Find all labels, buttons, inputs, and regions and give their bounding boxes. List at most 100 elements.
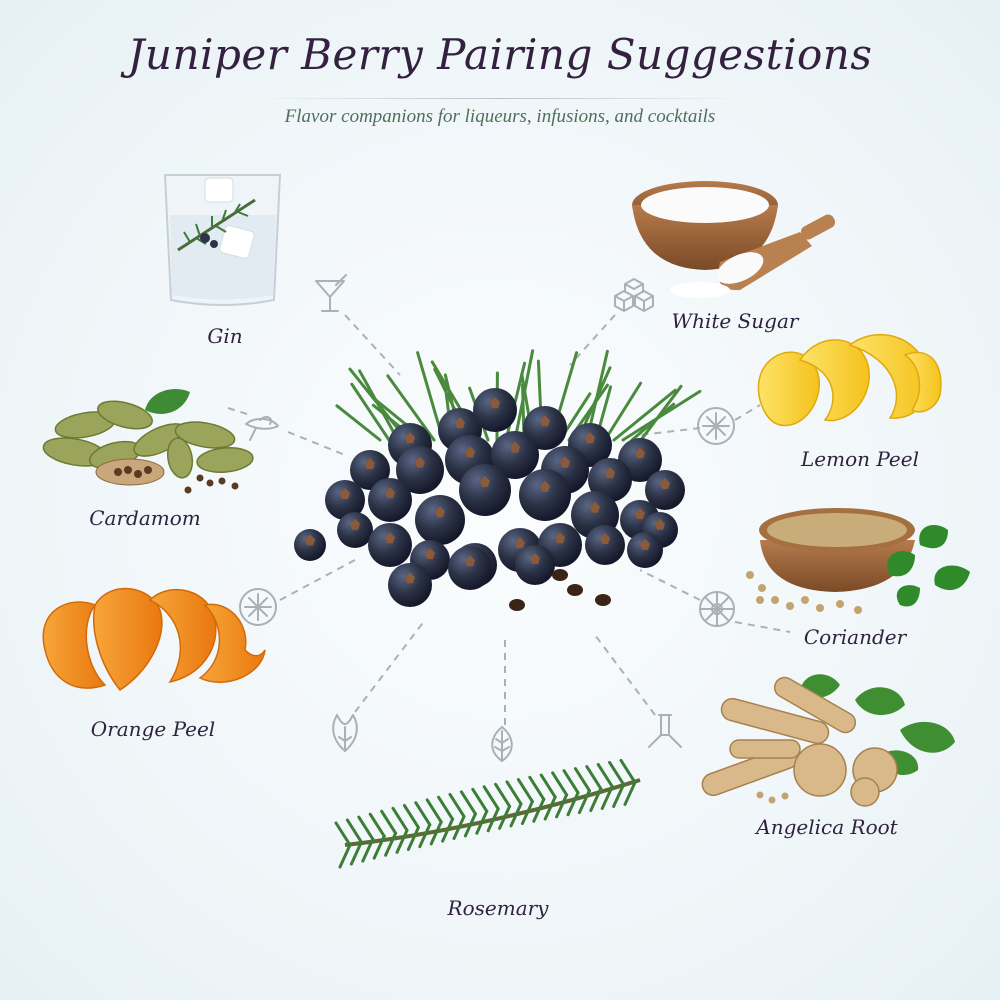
rosemary-needle — [555, 793, 569, 819]
berry-crown — [655, 518, 665, 530]
leaf-icon — [491, 726, 513, 762]
rosemary-needle — [418, 823, 432, 849]
coriander-wheel-icon — [699, 591, 735, 627]
juniper-needle — [603, 381, 643, 442]
berry-crown — [530, 553, 540, 564]
rosemary-needle — [494, 782, 512, 808]
juniper-berry — [368, 523, 412, 567]
rosemary-needle — [543, 795, 557, 821]
rosemary-needle — [528, 775, 546, 801]
rosemary-needle — [532, 797, 546, 823]
rosemary-needle — [338, 843, 352, 869]
page-subtitle: Flavor companions for liqueurs, infusion… — [284, 106, 716, 127]
rosemary-needle — [585, 765, 603, 791]
label-white-sugar: White Sugar — [671, 309, 799, 333]
cardamom-pod-icon — [245, 416, 279, 441]
connector-lines — [227, 314, 791, 725]
lemon-peel-illustration — [757, 333, 942, 427]
angelica-root-illustration — [701, 674, 955, 807]
white-sugar-illustration — [632, 181, 836, 298]
rosemary-needle — [619, 758, 637, 784]
rosemary-needle — [577, 789, 591, 815]
berry-crown — [350, 518, 360, 530]
label-gin: Gin — [207, 324, 243, 348]
connector-cardamom — [227, 407, 251, 416]
juniper-berry — [473, 388, 517, 432]
juniper-needle — [386, 374, 436, 442]
berry-crown — [480, 475, 490, 487]
connector-gin — [344, 314, 401, 376]
juniper-berry — [459, 464, 511, 516]
rosemary-needle — [402, 803, 420, 829]
juniper-seed — [552, 569, 568, 581]
berry-crown — [490, 397, 500, 409]
rosemary-needle — [429, 820, 443, 846]
berry-crown — [515, 537, 525, 549]
berry-crown — [640, 538, 650, 550]
rosemary-needle — [505, 780, 523, 806]
juniper-berry — [588, 458, 632, 502]
rosemary-needle — [361, 837, 375, 863]
berry-crown — [635, 447, 645, 459]
juniper-needle — [612, 388, 677, 442]
berry-crown — [385, 532, 395, 544]
connector-coriander — [639, 569, 701, 601]
rosemary-needle — [448, 792, 466, 818]
berry-crown — [365, 458, 375, 469]
rosemary-needle — [566, 791, 580, 817]
berry-crown — [435, 506, 445, 518]
berry-crown — [560, 456, 570, 468]
rosemary-needle — [573, 767, 591, 793]
rosemary-needle — [498, 804, 512, 830]
juniper-berry — [337, 512, 373, 548]
rosemary-needle — [562, 769, 580, 795]
rosemary-needle — [391, 806, 409, 832]
citrus-slice-icon — [239, 588, 277, 626]
rosemary-needle — [509, 802, 523, 828]
juniper-berry — [368, 478, 412, 522]
juniper-seed — [567, 584, 583, 596]
berry-crown — [385, 487, 395, 499]
rosemary-needle — [414, 801, 432, 827]
gin-glass-illustration — [163, 174, 282, 306]
berry-crown — [585, 432, 595, 444]
berry-crown — [455, 417, 465, 429]
label-rosemary: Rosemary — [447, 896, 549, 920]
coriander-illustration — [746, 508, 970, 614]
juniper-seed — [509, 599, 525, 611]
berry-crown — [605, 467, 615, 479]
rosemary-needle — [368, 812, 386, 838]
berry-crown — [510, 441, 520, 453]
connector-orange — [279, 559, 356, 601]
connector-angelica — [594, 634, 656, 716]
berry-crown — [340, 488, 350, 499]
berry-crown — [305, 534, 315, 546]
rosemary-needle — [589, 787, 603, 813]
rosemary-needle — [384, 831, 398, 857]
orange-peel-illustration — [42, 588, 266, 692]
berry-crown — [540, 415, 550, 427]
juniper-berries-illustration — [294, 349, 702, 611]
label-lemon-peel: Lemon Peel — [801, 447, 919, 471]
juniper-berry — [627, 532, 663, 568]
rosemary-needle — [406, 825, 420, 851]
connector-sugar — [569, 314, 616, 366]
rosemary-needle — [425, 798, 443, 824]
berry-crown — [600, 533, 610, 544]
berry-crown — [405, 572, 415, 584]
berry-crown — [635, 508, 645, 519]
rosemary-needle — [441, 817, 455, 843]
rosemary-needle — [551, 771, 569, 797]
juniper-berry — [645, 470, 685, 510]
label-angelica-root: Angelica Root — [756, 815, 898, 839]
label-coriander: Coriander — [803, 625, 907, 649]
leaf-icon — [332, 714, 358, 752]
juniper-berry — [448, 546, 492, 590]
rosemary-needle — [475, 809, 489, 835]
juniper-seed — [595, 594, 611, 606]
root-icon — [648, 714, 682, 748]
rosemary-needle — [486, 807, 500, 833]
connector-lemon — [639, 427, 701, 436]
juniper-berry — [350, 450, 390, 490]
berry-crown — [555, 532, 565, 544]
